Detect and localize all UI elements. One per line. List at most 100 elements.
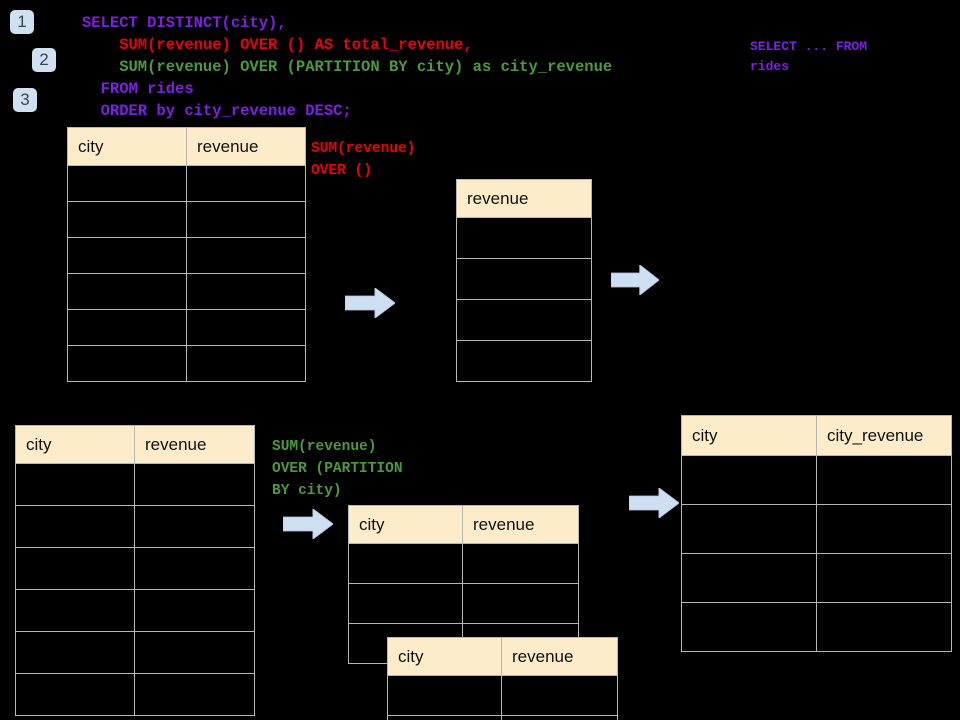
step-badge-3: 3 <box>13 88 37 112</box>
table-row <box>456 217 592 259</box>
table-cell <box>15 547 135 590</box>
table-cell <box>67 345 187 382</box>
table-row <box>67 309 306 346</box>
sql-query-block: SELECT DISTINCT(city), SUM(revenue) OVER… <box>82 12 612 122</box>
column-header-revenue: revenue <box>501 637 618 676</box>
table-cell <box>387 675 502 716</box>
table-cell <box>681 602 817 652</box>
annotation-over-empty: SUM(revenue) OVER () <box>311 141 416 179</box>
table-cell <box>462 583 579 624</box>
column-header-revenue: revenue <box>456 179 592 218</box>
table-cell <box>134 589 255 632</box>
table-cell <box>462 543 579 584</box>
table-cell <box>134 631 255 674</box>
table-cell <box>456 299 592 341</box>
table-cell <box>67 165 187 202</box>
annotation-over-partition: SUM(revenue) OVER (PARTITION BY city) <box>272 439 403 499</box>
table-row <box>681 553 952 603</box>
table-cell <box>15 505 135 548</box>
step-badge-2: 2 <box>32 48 56 72</box>
sql-line-3: SUM(revenue) OVER (PARTITION BY city) as… <box>82 58 613 76</box>
table-cell <box>186 309 306 346</box>
arrow-bottom-left-icon <box>282 508 334 540</box>
table-cell <box>456 340 592 382</box>
table-cell <box>816 553 952 603</box>
table-cell <box>348 583 463 624</box>
table-row <box>15 631 255 674</box>
arrow-top-left-icon <box>344 287 396 319</box>
table-row <box>67 273 306 310</box>
table-cell <box>67 237 187 274</box>
table-cell <box>501 715 618 720</box>
sql-line-1: SELECT DISTINCT(city), <box>82 14 287 32</box>
column-header-city: city <box>348 505 463 544</box>
table-row <box>387 715 618 720</box>
table-cell <box>681 553 817 603</box>
table-total-revenue: revenue <box>456 179 592 382</box>
table-row <box>681 504 952 554</box>
table-row <box>15 505 255 548</box>
table-row <box>348 583 579 624</box>
step-badge-1: 1 <box>10 10 34 34</box>
table-cell <box>456 258 592 300</box>
column-header-revenue: revenue <box>186 127 306 166</box>
table-cell <box>387 715 502 720</box>
table-cell <box>15 463 135 506</box>
table-row <box>681 602 952 652</box>
table-cell <box>186 165 306 202</box>
column-header-city_revenue: city_revenue <box>816 415 952 456</box>
column-header-city: city <box>15 425 135 464</box>
table-cell <box>348 543 463 584</box>
table-row <box>456 299 592 341</box>
column-header-city: city <box>67 127 187 166</box>
table-cell <box>134 463 255 506</box>
table-cell <box>15 589 135 632</box>
table-cell <box>134 673 255 716</box>
table-row <box>15 673 255 716</box>
table-row <box>387 675 618 716</box>
table-row <box>456 258 592 300</box>
table-cell <box>186 345 306 382</box>
table-cell <box>67 309 187 346</box>
sql-line-4: FROM rides <box>82 80 194 98</box>
arrow-top-right-icon <box>610 263 660 297</box>
table-cell <box>186 237 306 274</box>
table-cell <box>186 273 306 310</box>
table-cell <box>681 504 817 554</box>
sql-line-5: ORDER by city_revenue DESC; <box>82 102 352 120</box>
table-cell <box>816 455 952 505</box>
table-row <box>67 165 306 202</box>
table-cell <box>681 455 817 505</box>
table-row <box>15 547 255 590</box>
table-cell <box>456 217 592 259</box>
table-cell <box>134 505 255 548</box>
table-cell <box>134 547 255 590</box>
table-cell <box>67 201 187 238</box>
arrow-bottom-right-icon <box>628 487 680 519</box>
table-row <box>67 237 306 274</box>
column-header-city: city <box>387 637 502 676</box>
column-header-revenue: revenue <box>134 425 255 464</box>
table-cell <box>501 675 618 716</box>
table-cell <box>816 504 952 554</box>
table-cell <box>67 273 187 310</box>
table-cell <box>816 602 952 652</box>
column-header-city: city <box>681 415 817 456</box>
table-row <box>348 543 579 584</box>
table-header-row: revenue <box>456 179 592 218</box>
table-row <box>15 463 255 506</box>
table-cell <box>15 673 135 716</box>
table-row <box>456 340 592 382</box>
table-row <box>67 201 306 238</box>
table-cell <box>15 631 135 674</box>
